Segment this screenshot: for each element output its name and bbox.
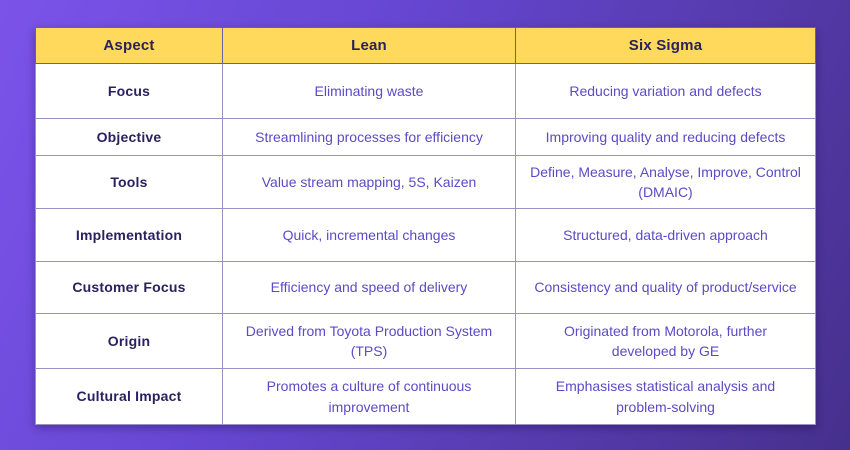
column-header-six-sigma: Six Sigma (515, 27, 816, 64)
table-row: Focus Eliminating waste Reducing variati… (35, 63, 816, 119)
six-sigma-cell: Structured, data-driven approach (515, 208, 816, 262)
lean-cell: Value stream mapping, 5S, Kaizen (222, 155, 516, 209)
aspect-cell: Implementation (35, 208, 223, 262)
lean-cell: Efficiency and speed of delivery (222, 261, 516, 314)
table-row: Customer Focus Efficiency and speed of d… (35, 261, 816, 314)
table-row: Cultural Impact Promotes a culture of co… (35, 368, 816, 425)
column-header-aspect: Aspect (35, 27, 223, 64)
lean-cell: Derived from Toyota Production System (T… (222, 313, 516, 369)
table-row: Implementation Quick, incremental change… (35, 208, 816, 262)
six-sigma-cell: Consistency and quality of product/servi… (515, 261, 816, 314)
six-sigma-cell: Reducing variation and defects (515, 63, 816, 119)
comparison-table: Aspect Lean Six Sigma Focus Eliminating … (35, 27, 816, 425)
six-sigma-cell: Emphasises statistical analysis and prob… (515, 368, 816, 425)
aspect-cell: Objective (35, 118, 223, 156)
table-row: Objective Streamlining processes for eff… (35, 118, 816, 156)
header-row: Aspect Lean Six Sigma (35, 27, 816, 64)
six-sigma-cell: Originated from Motorola, further develo… (515, 313, 816, 369)
aspect-cell: Origin (35, 313, 223, 369)
aspect-cell: Focus (35, 63, 223, 119)
six-sigma-cell: Define, Measure, Analyse, Improve, Contr… (515, 155, 816, 209)
table-row: Tools Value stream mapping, 5S, Kaizen D… (35, 155, 816, 209)
column-header-lean: Lean (222, 27, 516, 64)
six-sigma-cell: Improving quality and reducing defects (515, 118, 816, 156)
aspect-cell: Cultural Impact (35, 368, 223, 425)
lean-cell: Eliminating waste (222, 63, 516, 119)
aspect-cell: Customer Focus (35, 261, 223, 314)
lean-cell: Quick, incremental changes (222, 208, 516, 262)
lean-cell: Promotes a culture of continuous improve… (222, 368, 516, 425)
table-row: Origin Derived from Toyota Production Sy… (35, 313, 816, 369)
table-header: Aspect Lean Six Sigma (35, 27, 816, 64)
lean-cell: Streamlining processes for efficiency (222, 118, 516, 156)
aspect-cell: Tools (35, 155, 223, 209)
